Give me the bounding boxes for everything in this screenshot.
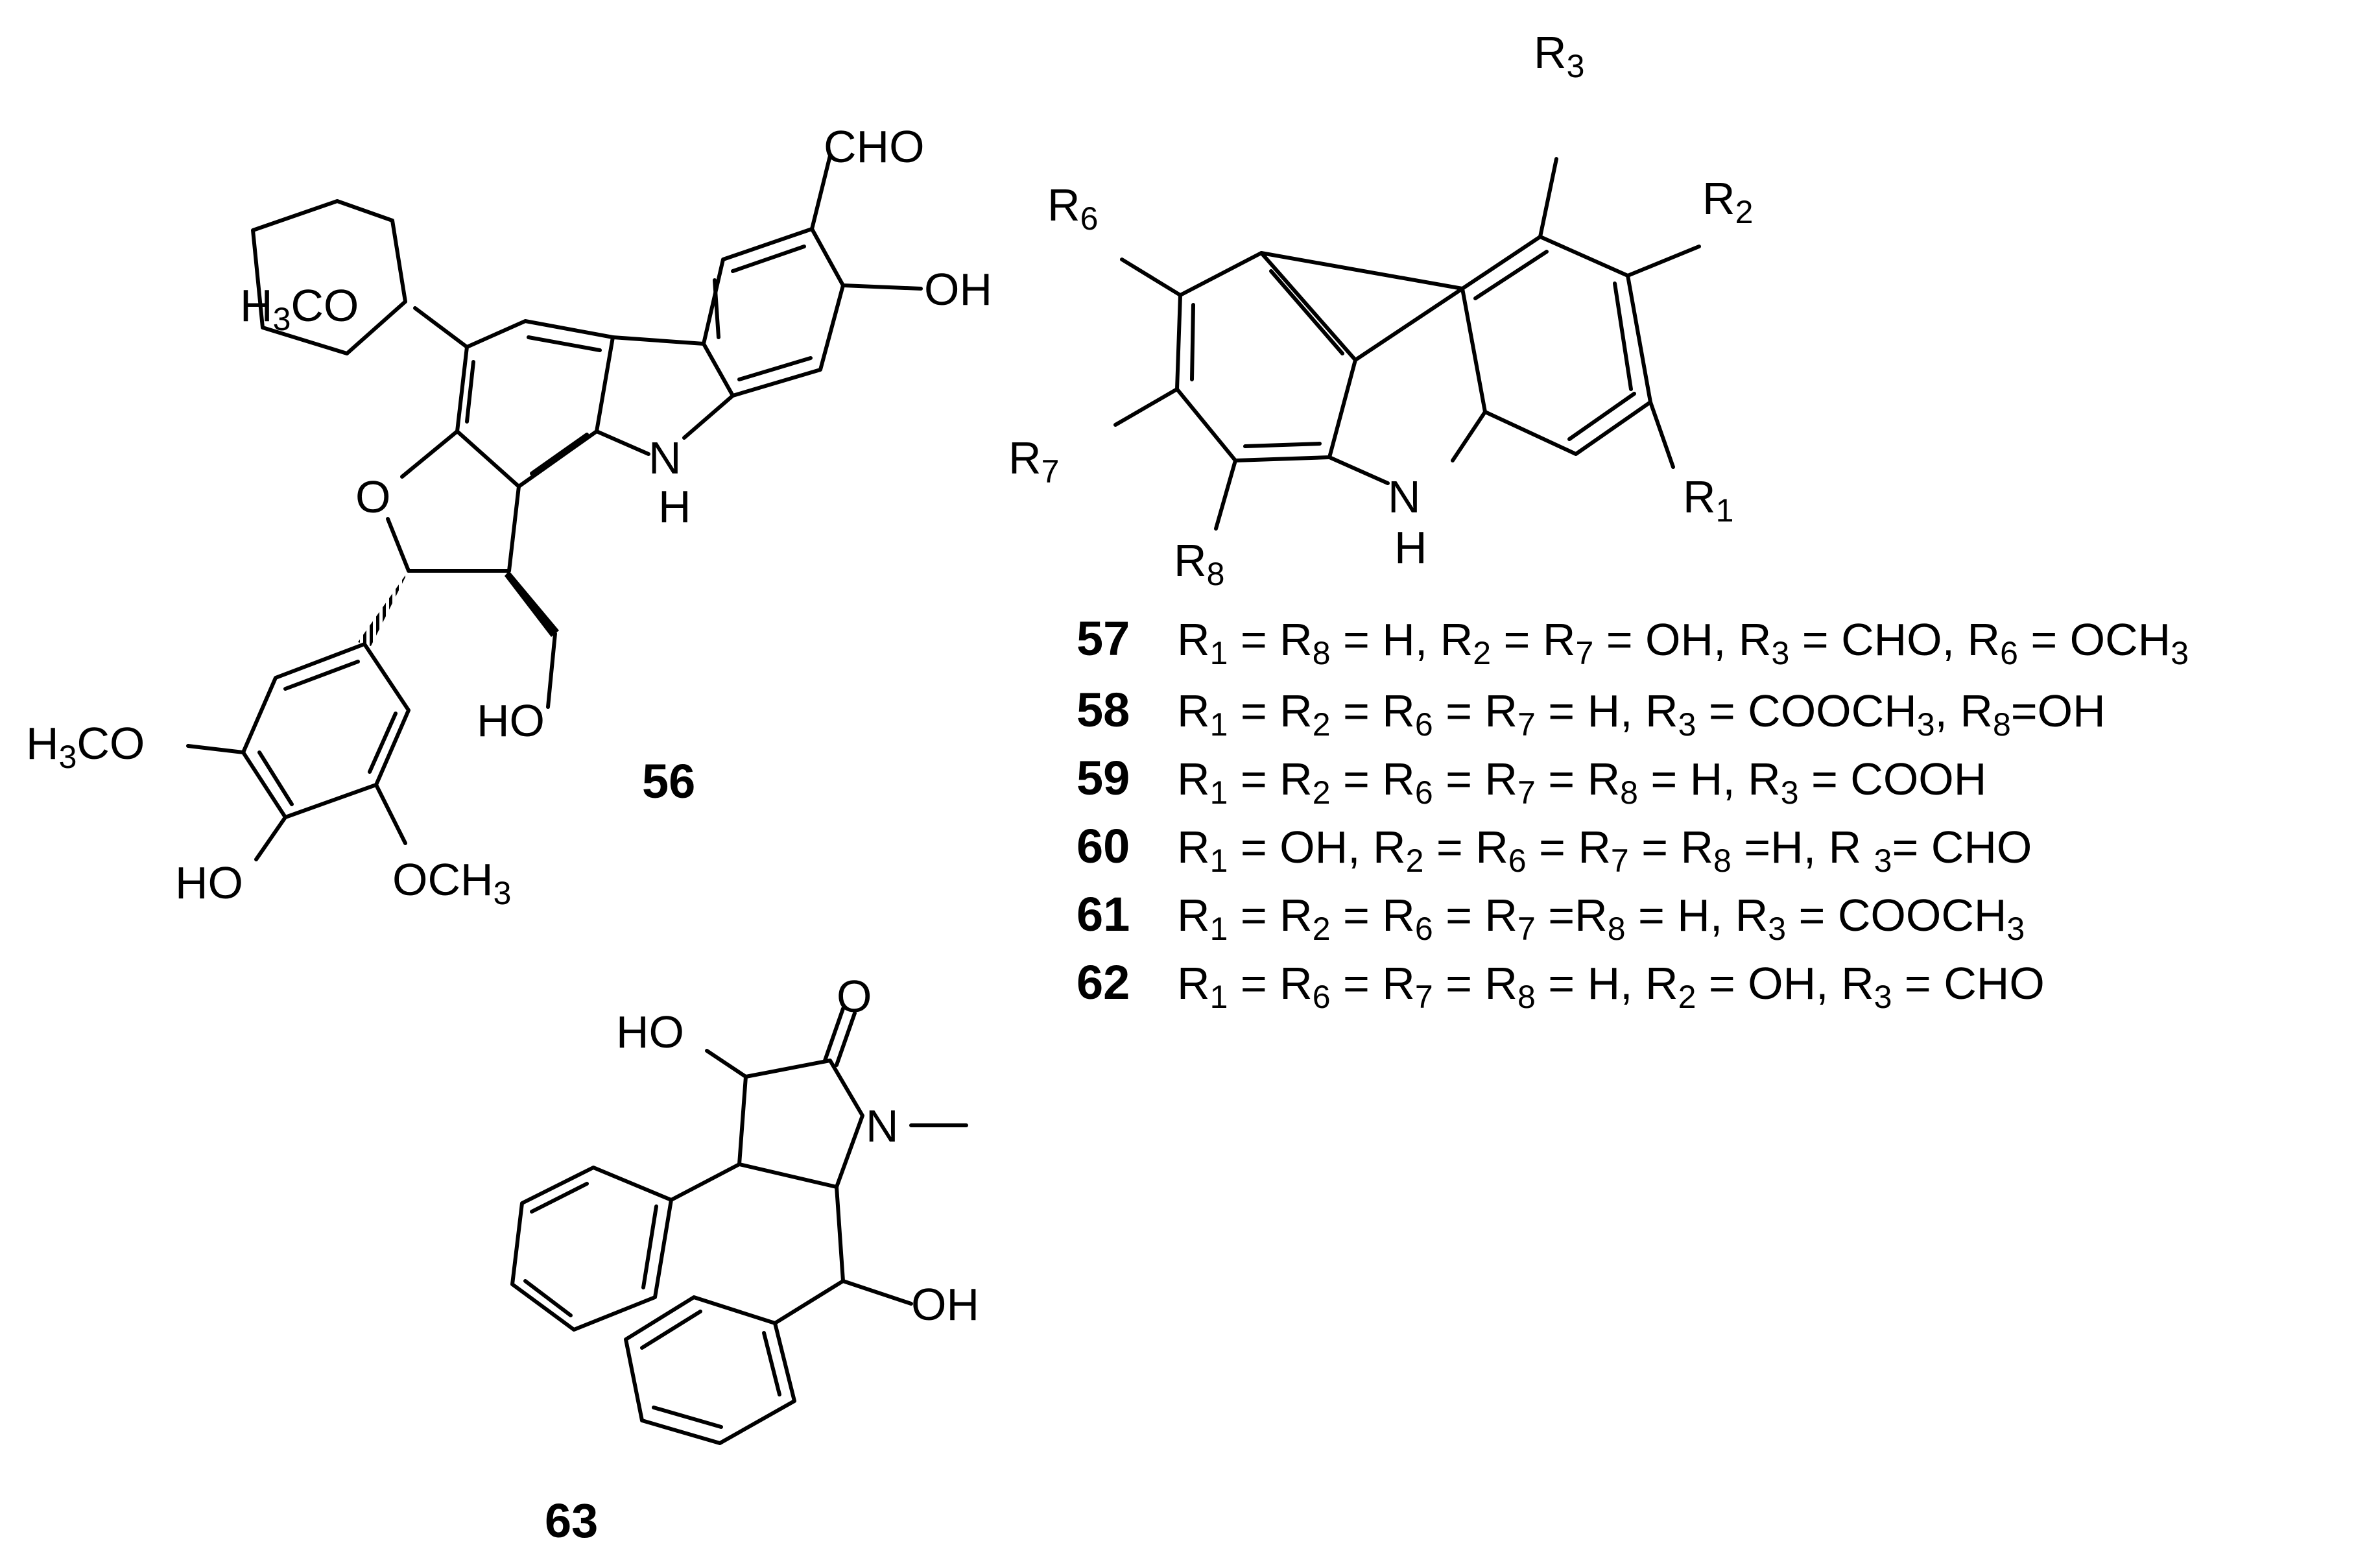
label-ho: HO (616, 1007, 684, 1057)
row-number: 57 (1077, 612, 1130, 665)
label-r8: R8 (1174, 535, 1224, 592)
row-number: 61 (1077, 887, 1130, 941)
compound-number-56: 56 (642, 754, 695, 808)
compound-56-structure (186, 154, 923, 861)
label-r6: R6 (1047, 180, 1098, 237)
compound-number-63: 63 (545, 1494, 598, 1545)
compound-63-structure (510, 1007, 968, 1445)
row-number: 60 (1077, 819, 1130, 873)
label-n: N (866, 1101, 899, 1151)
row-text: R1 = R2 = R6 = R7 =R8 = H, R3 = COOCH3 (1177, 890, 2025, 947)
row-number: 59 (1077, 751, 1130, 805)
label-ch2oh: HO (477, 695, 545, 746)
label-nh-h: H (658, 481, 691, 532)
label-r2: R2 (1702, 173, 1753, 230)
label-ring-oxygen: O (355, 472, 390, 522)
table-row: 62 R1 = R6 = R7 = R8 = H, R2 = OH, R3 = … (1077, 955, 2045, 1015)
row-text: R1 = OH, R2 = R6 = R7 = R8 =H, R 3= CHO (1177, 822, 2032, 879)
label-och3-right: OCH3 (392, 854, 511, 911)
row-text: R1 = R2 = R6 = R7 = R8 = H, R3 = COOH (1177, 754, 1986, 811)
substituent-table: 57 R1 = R8 = H, R2 = R7 = OH, R3 = CHO, … (1077, 612, 2189, 1015)
label-r1: R1 (1683, 472, 1733, 529)
label-ho-bottom: HO (175, 857, 243, 908)
table-row: 58 R1 = R2 = R6 = R7 = H, R3 = COOCH3, R… (1077, 683, 2106, 743)
carbazole-labels: R3 R2 R1 R6 R7 R8 N H (1008, 27, 1753, 592)
label-cho: CHO (824, 121, 925, 172)
label-h: H (1394, 522, 1427, 573)
label-h3co-left: H3CO (26, 718, 145, 775)
row-text: R1 = R2 = R6 = R7 = H, R3 = COOCH3, R8=O… (1177, 686, 2106, 743)
carbazole-core (1113, 157, 1701, 531)
table-row: 59 R1 = R2 = R6 = R7 = R8 = H, R3 = COOH (1077, 751, 1986, 811)
compound-63-labels: O HO N OH 63 (545, 971, 979, 1545)
table-row: 57 R1 = R8 = H, R2 = R7 = OH, R3 = CHO, … (1077, 612, 2189, 671)
label-nh-n: N (649, 433, 682, 483)
carbazole-scaffold-structure (251, 199, 407, 355)
table-row: 61 R1 = R2 = R6 = R7 =R8 = H, R3 = COOCH… (1077, 887, 2025, 947)
label-oh: OH (911, 1279, 979, 1330)
row-text: R1 = R6 = R7 = R8 = H, R2 = OH, R3 = CHO (1177, 958, 2045, 1015)
row-text: R1 = R8 = H, R2 = R7 = OH, R3 = CHO, R6 … (1177, 614, 2189, 671)
compound-56-labels: CHO OH H3CO O N H HO H3CO HO OCH3 56 (26, 121, 992, 911)
label-oh: OH (924, 264, 992, 315)
row-number: 58 (1077, 683, 1130, 737)
table-row: 60 R1 = OH, R2 = R6 = R7 = R8 =H, R 3= C… (1077, 819, 2032, 879)
label-n: N (1388, 472, 1421, 522)
label-r3: R3 (1534, 27, 1584, 84)
label-carbonyl-o: O (837, 971, 872, 1022)
row-number: 62 (1077, 955, 1130, 1009)
label-r7: R7 (1008, 433, 1059, 490)
